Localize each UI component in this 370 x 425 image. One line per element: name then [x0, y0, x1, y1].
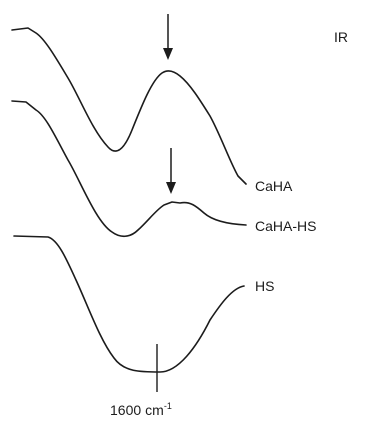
series-line-caha-hs [11, 100, 247, 238]
peak-arrow-caha-hs [166, 148, 176, 194]
series-label-caha-hs: CaHA-HS [255, 218, 316, 234]
series-line-caha [11, 27, 247, 185]
reference-unit-exponent: -1 [164, 401, 172, 411]
peak-arrow-caha [163, 14, 173, 60]
reference-value: 1600 [110, 402, 141, 418]
series-line-hs [13, 235, 245, 373]
reference-unit: cm [145, 402, 164, 418]
panel-label-ir: IR [334, 29, 348, 45]
series-label-hs: HS [255, 278, 274, 294]
series-label-caha: CaHA [255, 178, 293, 194]
